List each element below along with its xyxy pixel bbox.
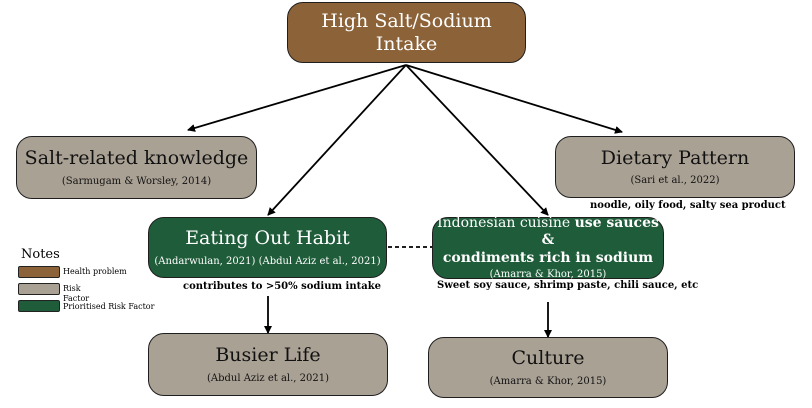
arrow-to-dietary — [405, 64, 623, 134]
title-part-c: condiments rich in sodium — [442, 249, 654, 266]
arrow-to-cuisine — [405, 64, 549, 216]
node-title: Dietary Pattern — [600, 146, 750, 169]
node-indonesian-cuisine: Indonesian cuisine use sauces & condimen… — [432, 215, 664, 281]
node-title: Salt-related knowledge — [24, 147, 249, 170]
eating-note: contributes to >50% sodium intake — [183, 281, 382, 292]
legend-label-prioritised: Prioritised Risk Factor — [63, 302, 155, 311]
legend-label-health-problem: Health problem — [63, 267, 127, 276]
legend-label-risk: Risk — [63, 284, 81, 293]
node-citation: (Sari et al., 2022) — [630, 175, 720, 187]
node-citation: (Andarwulan, 2021) (Abdul Aziz et al., 2… — [154, 255, 381, 267]
legend-swatch-risk-factor — [18, 283, 60, 295]
arrow-to-knowledge — [187, 64, 407, 132]
legend-title: Notes — [21, 247, 60, 262]
node-title: Indonesian cuisine use sauces & condimen… — [433, 215, 663, 268]
arrow-to-eating — [267, 64, 407, 216]
node-title: Culture — [511, 347, 585, 370]
node-title: Busier Life — [215, 344, 321, 367]
dietary-note: noodle, oily food, salty sea product — [590, 200, 786, 211]
title-part-a: Indonesian cuisine — [437, 214, 575, 231]
node-culture: Culture (Amarra & Khor, 2015) — [428, 337, 668, 398]
node-eating-out-habit: Eating Out Habit (Andarwulan, 2021) (Abd… — [148, 217, 387, 278]
node-high-salt-intake: High Salt/Sodium Intake — [287, 2, 526, 63]
node-dietary-pattern: Dietary Pattern (Sari et al., 2022) — [555, 136, 795, 198]
cuisine-note: Sweet soy sauce, shrimp paste, chili sau… — [437, 280, 699, 291]
node-salt-knowledge: Salt-related knowledge (Sarmugam & Worsl… — [16, 136, 257, 199]
node-citation: (Amarra & Khor, 2015) — [489, 269, 607, 281]
node-busier-life: Busier Life (Abdul Aziz et al., 2021) — [148, 333, 388, 396]
legend-swatch-health-problem — [18, 266, 60, 278]
legend-swatch-prioritised — [18, 300, 60, 312]
legend-label-factor: Factor — [63, 294, 90, 303]
node-title: Eating Out Habit — [185, 227, 350, 250]
node-title: High Salt/Sodium Intake — [321, 9, 492, 55]
node-citation: (Sarmugam & Worsley, 2014) — [61, 175, 212, 187]
title-part-b: use sauces & — [541, 214, 659, 249]
node-citation: (Abdul Aziz et al., 2021) — [206, 372, 330, 384]
node-citation: (Amarra & Khor, 2015) — [489, 375, 607, 387]
